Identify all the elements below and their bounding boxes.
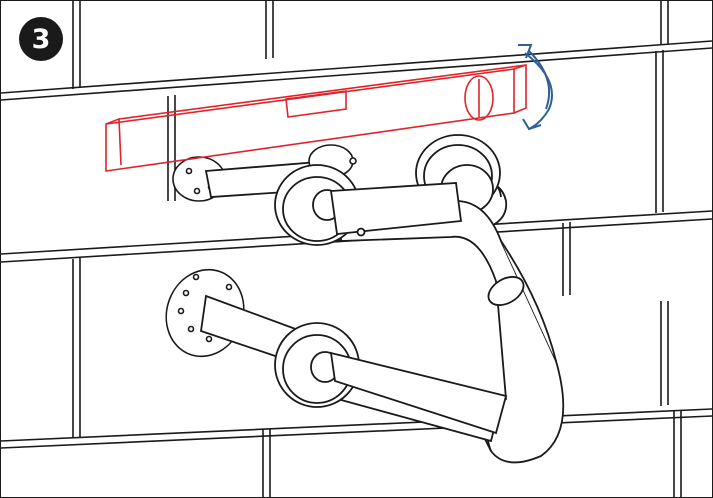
step-number-badge: 3 <box>19 17 63 61</box>
curved-double-arrow-icon <box>518 44 553 131</box>
lower-front-flange <box>274 322 508 435</box>
upper-front-flange <box>274 164 463 246</box>
spirit-level-icon <box>105 64 527 172</box>
step-number: 3 <box>31 23 51 55</box>
